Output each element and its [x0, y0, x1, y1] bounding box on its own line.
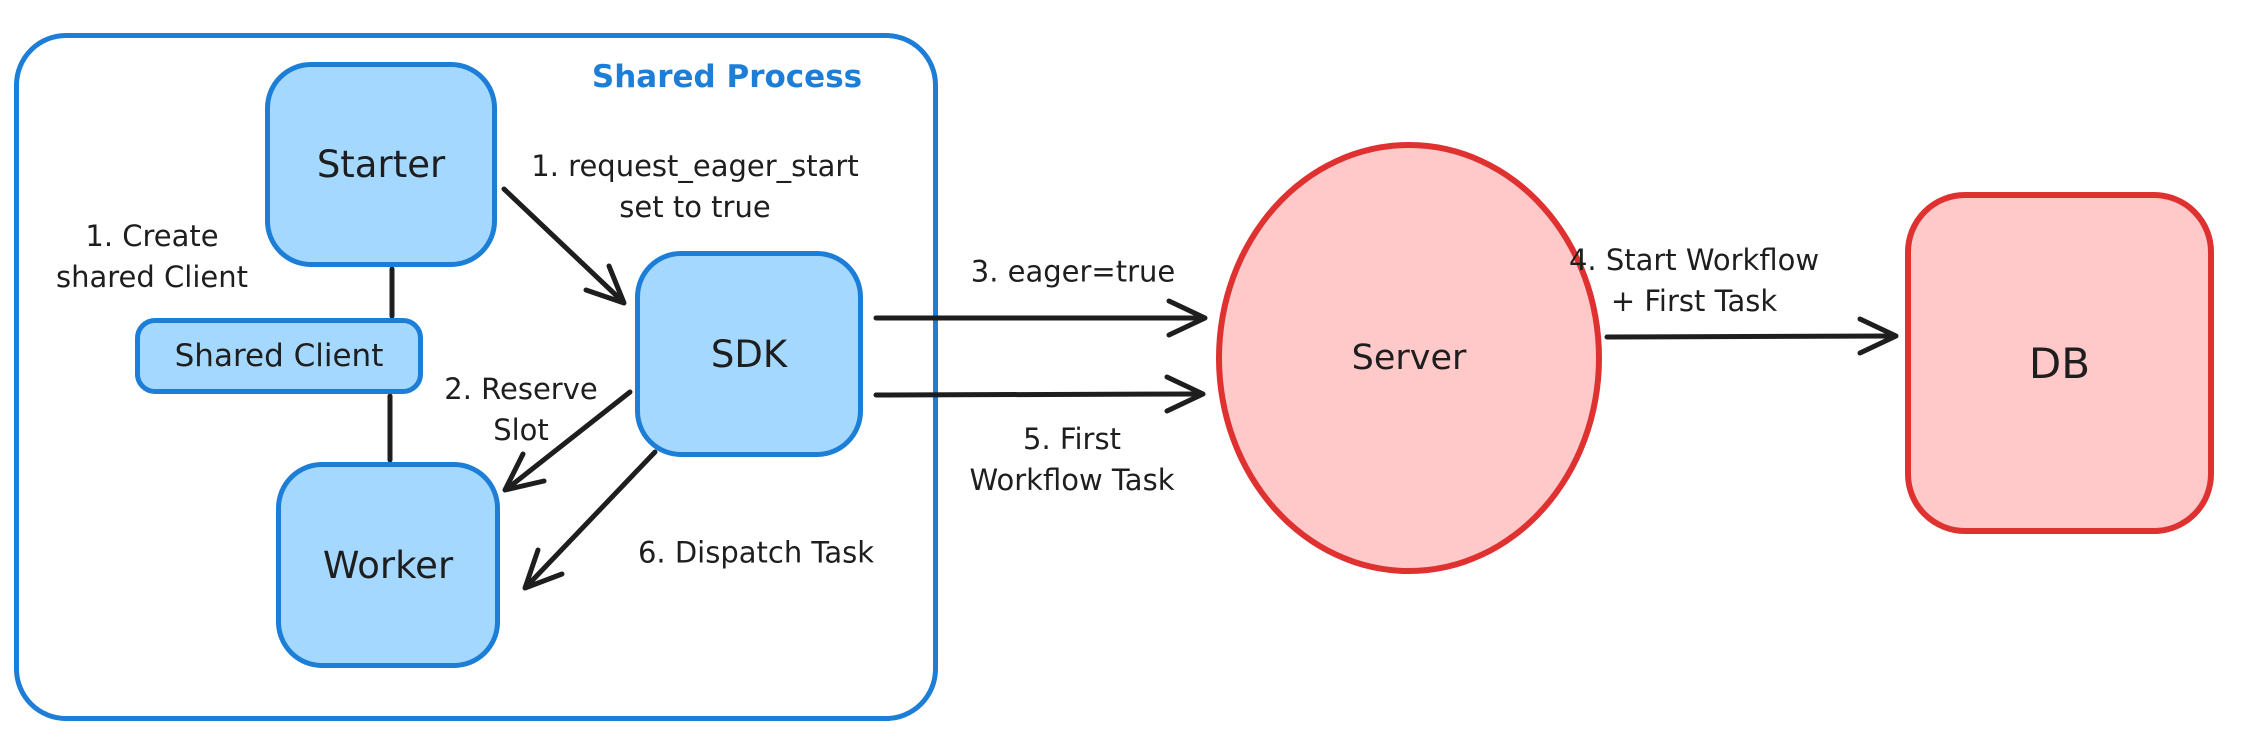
- node-server-label: Server: [1351, 338, 1467, 378]
- arrowhead-icon: [502, 451, 547, 493]
- annotation-reserve-slot: 2. Reserve Slot: [444, 372, 598, 447]
- arrow-eager-true: [873, 298, 1208, 338]
- arrow-start-workflow: [1604, 316, 1899, 356]
- arrowhead-icon: [1164, 374, 1206, 414]
- annotation-start-workflow: 4. Start Workflow + First Task: [1568, 243, 1820, 318]
- node-sdk-label: SDK: [710, 332, 788, 376]
- arrowhead-icon: [1166, 298, 1208, 338]
- node-shared-client-label: Shared Client: [174, 338, 384, 374]
- node-worker-label: Worker: [322, 543, 454, 587]
- arrowhead-icon: [583, 263, 627, 306]
- arrow-request-eager-start: [501, 186, 627, 306]
- node-starter: Starter: [265, 62, 497, 267]
- annotation-dispatch-task: 6. Dispatch Task: [637, 535, 875, 570]
- arrow-reserve-slot: [502, 389, 633, 493]
- node-worker: Worker: [276, 462, 500, 668]
- node-db: DB: [1905, 192, 2214, 534]
- arrow-first-workflow-task: [873, 374, 1206, 414]
- annotation-eager-true: 3. eager=true: [970, 254, 1176, 289]
- node-starter-label: Starter: [316, 143, 446, 186]
- shared-process-label: Shared Process: [591, 59, 863, 95]
- node-db-label: DB: [2028, 338, 2091, 388]
- annotation-first-workflow-task: 5. First Workflow Task: [969, 422, 1175, 497]
- annotation-request-eager-start: 1. request_eager_start set to true: [531, 149, 859, 224]
- arrowhead-icon: [1857, 316, 1899, 356]
- node-shared-client: Shared Client: [135, 318, 423, 394]
- arrowhead-icon: [522, 547, 565, 591]
- node-sdk: SDK: [635, 251, 863, 457]
- arrow-dispatch-task: [522, 449, 658, 591]
- annotation-create-shared-client: 1. Create shared Client: [56, 219, 248, 294]
- node-server: Server: [1216, 142, 1602, 574]
